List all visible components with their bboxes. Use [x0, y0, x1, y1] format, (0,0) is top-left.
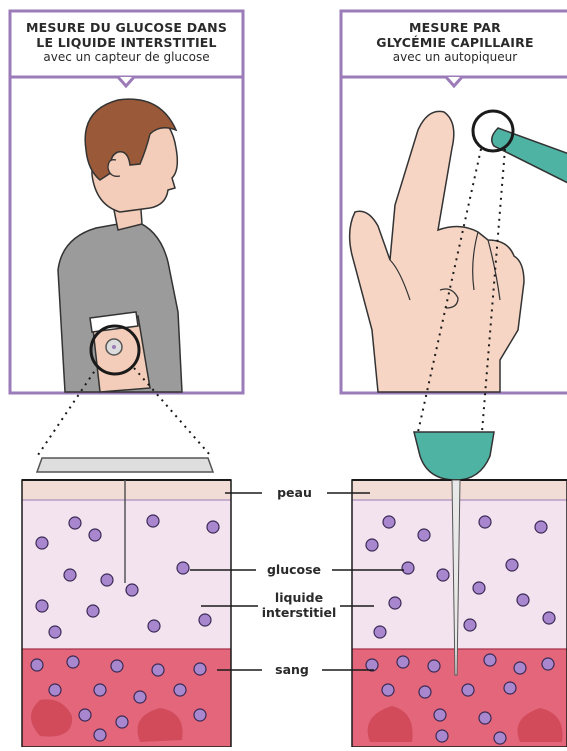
glucose-molecule — [506, 559, 518, 571]
label-liquide-interstitiel: liquide interstitiel — [258, 590, 340, 620]
glucose-molecule-blood — [49, 684, 61, 696]
glucose-molecule-blood — [31, 659, 43, 671]
glucose-molecule-blood — [542, 658, 554, 670]
glucose-molecule-blood — [194, 709, 206, 721]
glucose-molecule — [89, 529, 101, 541]
glucose-molecule — [36, 537, 48, 549]
glucose-molecule — [36, 600, 48, 612]
panel-right-title-line2: GLYCÉMIE CAPILLAIRE — [343, 35, 567, 50]
glucose-molecule-blood — [94, 729, 106, 741]
glucose-molecule — [177, 562, 189, 574]
glucose-molecule-blood — [436, 730, 448, 742]
tissue-left — [22, 458, 231, 747]
glucose-molecule — [473, 582, 485, 594]
glucose-molecule-blood — [67, 656, 79, 668]
glucose-molecule-blood — [434, 709, 446, 721]
glucose-molecule — [535, 521, 547, 533]
panel-left-title-line2: LE LIQUIDE INTERSTITIEL — [12, 35, 241, 50]
glucose-molecule-blood — [174, 684, 186, 696]
glucose-molecule-blood — [134, 691, 146, 703]
glucose-molecule — [69, 517, 81, 529]
glucose-molecule-blood — [111, 660, 123, 672]
glucose-molecule — [64, 569, 76, 581]
label-sang: sang — [262, 662, 322, 677]
glucose-molecule-blood — [419, 686, 431, 698]
glucose-molecule — [543, 612, 555, 624]
glucose-molecule — [148, 620, 160, 632]
glucose-molecule-blood — [479, 712, 491, 724]
glucose-molecule-blood — [116, 716, 128, 728]
glucose-molecule — [199, 614, 211, 626]
label-liquide-line1: liquide — [258, 590, 340, 605]
glucose-molecule — [389, 597, 401, 609]
glucose-molecule-blood — [152, 664, 164, 676]
glucose-molecule-blood — [194, 663, 206, 675]
glucose-molecule-blood — [514, 662, 526, 674]
glucose-molecule — [147, 515, 159, 527]
label-glucose: glucose — [256, 562, 332, 577]
glucose-molecule — [464, 619, 476, 631]
glucose-molecule — [437, 569, 449, 581]
glucose-molecule-blood — [504, 682, 516, 694]
glucose-molecule — [479, 516, 491, 528]
glucose-molecule-blood — [79, 709, 91, 721]
glucose-molecule-blood — [462, 684, 474, 696]
panel-right-title: MESURE PAR GLYCÉMIE CAPILLAIRE avec un a… — [343, 20, 567, 65]
glucose-molecule — [207, 521, 219, 533]
glucose-molecule — [49, 626, 61, 638]
glucose-molecule-blood — [484, 654, 496, 666]
tissue-right — [352, 432, 567, 747]
panel-right-title-line1: MESURE PAR — [343, 20, 567, 35]
glucose-molecule — [87, 605, 99, 617]
glucose-molecule-blood — [382, 684, 394, 696]
glucose-molecule — [418, 529, 430, 541]
glucose-molecule — [517, 594, 529, 606]
glucose-molecule — [374, 626, 386, 638]
glucose-molecule-blood — [428, 660, 440, 672]
glucose-molecule-blood — [397, 656, 409, 668]
label-peau: peau — [262, 485, 327, 500]
glucose-molecule — [126, 584, 138, 596]
panel-left-title: MESURE DU GLUCOSE DANS LE LIQUIDE INTERS… — [12, 20, 241, 65]
glucose-molecule-blood — [494, 732, 506, 744]
glucose-molecule-blood — [366, 659, 378, 671]
glucose-molecule — [383, 516, 395, 528]
glucose-molecule — [366, 539, 378, 551]
panel-left-title-line1: MESURE DU GLUCOSE DANS — [12, 20, 241, 35]
glucose-molecule-blood — [94, 684, 106, 696]
panel-right-subtitle: avec un autopiqueur — [343, 50, 567, 65]
glucose-molecule — [101, 574, 113, 586]
glucose-molecule — [402, 562, 414, 574]
panel-left-subtitle: avec un capteur de glucose — [12, 50, 241, 65]
label-liquide-line2: interstitiel — [258, 605, 340, 620]
